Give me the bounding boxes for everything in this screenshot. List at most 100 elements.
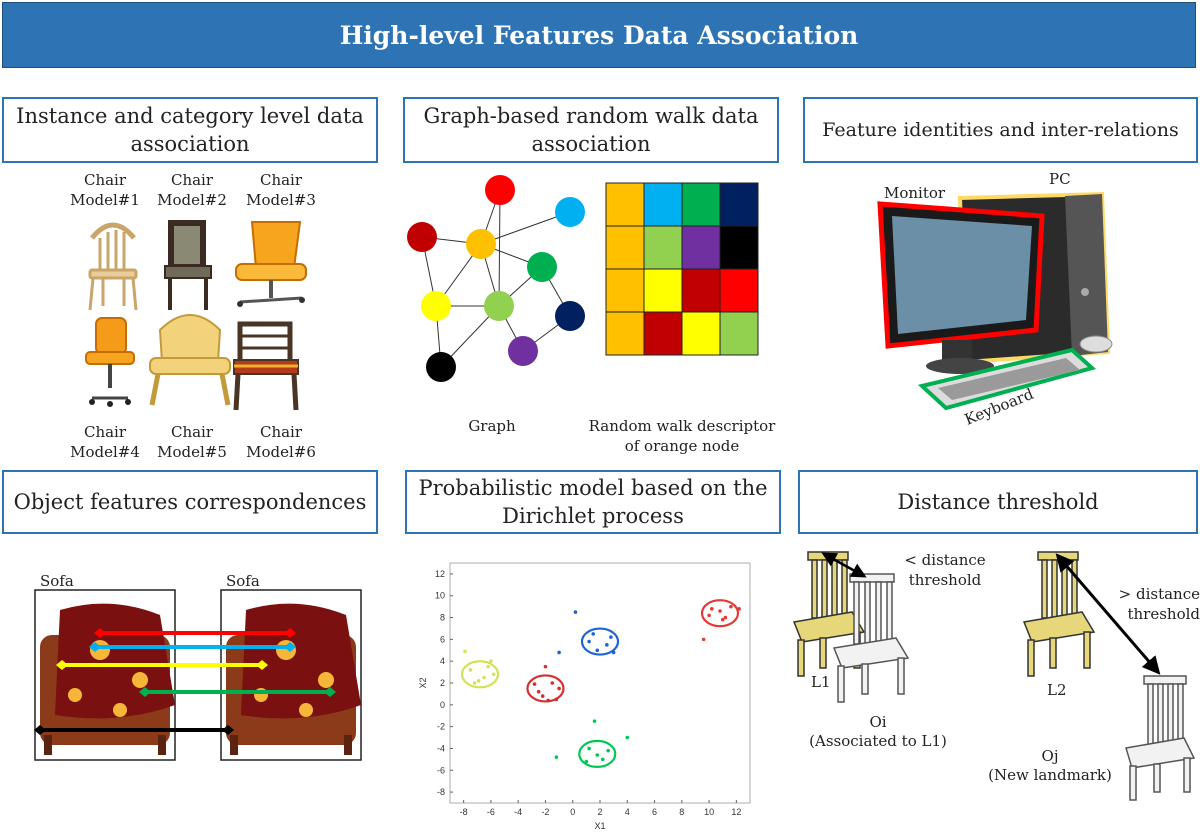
scatter-point [482, 675, 486, 680]
dirichlet-panel-title: Probabilistic model based on the Dirichl… [405, 470, 781, 534]
chair-models-illustration [85, 220, 307, 411]
sofa-left-label: Sofa [40, 572, 74, 590]
descriptor-cell [719, 182, 759, 227]
scatter-point [591, 632, 595, 636]
scatter-point [489, 659, 493, 663]
scatter-point [468, 668, 473, 672]
descriptor-cell [643, 311, 683, 356]
sofa-right-label: Sofa [226, 572, 260, 590]
graph-node [527, 252, 557, 282]
correspondence-end [56, 660, 68, 670]
chair-model-1-label: Chair Model#1 [70, 171, 140, 209]
scatter-point [720, 617, 725, 622]
cluster-ellipse [460, 660, 500, 689]
descriptor-cell [719, 311, 759, 356]
scatter-point [625, 735, 630, 740]
object-panel-title: Object features correspondences [2, 470, 378, 534]
chair-2-icon [164, 220, 212, 310]
scatter-point [573, 610, 578, 614]
short-distance-arrow [821, 552, 867, 578]
oj-label: Oj [1041, 747, 1059, 765]
scatter-point [587, 639, 591, 644]
less-distance-label: < distance threshold [904, 551, 986, 589]
y-tick-label: 8 [440, 613, 445, 623]
chair-1-icon [88, 222, 138, 311]
scatter-point [729, 604, 733, 609]
descriptor-cell [681, 225, 721, 270]
x-tick-label: 8 [679, 807, 684, 817]
x-tick-label: 12 [731, 807, 741, 817]
l2-label: L2 [1047, 681, 1067, 699]
oi-label: Oi [869, 713, 887, 731]
graph-node [484, 291, 514, 321]
graph-diagram [407, 175, 585, 382]
scatter-point [595, 753, 600, 757]
scatter-point [723, 615, 728, 620]
chair-model-3-label: Chair Model#3 [246, 171, 316, 209]
long-distance-arrow [1055, 553, 1161, 675]
sofa-left-box [34, 589, 176, 761]
scatter-point [587, 746, 591, 751]
distance-threshold-illustration [792, 551, 1196, 801]
scatter-point [463, 649, 467, 654]
x-tick-label: -8 [460, 807, 468, 817]
cluster-ellipse [700, 599, 740, 628]
chair-4-icon [85, 317, 135, 407]
observation-oj-chair-icon [1125, 675, 1196, 801]
scatter-point [609, 635, 613, 639]
random-walk-descriptor-grid [605, 182, 759, 356]
distance-panel-title: Distance threshold [798, 470, 1198, 534]
scatter-point [592, 719, 597, 723]
graph-panel-title: Graph-based random walk data association [403, 97, 779, 163]
y-tick-label: 10 [435, 591, 445, 601]
cluster-ellipse [580, 627, 620, 656]
descriptor-cell [605, 311, 645, 356]
scatter-point [540, 694, 545, 698]
descriptor-cell [643, 225, 683, 270]
sofa-right-box [220, 589, 362, 761]
landmark-l2-chair-icon [1022, 551, 1096, 677]
scatter-point [486, 664, 490, 669]
scatter-point [554, 697, 559, 702]
scatter-point [491, 672, 496, 677]
sofa-right-icon [226, 603, 361, 755]
graph-node [466, 229, 496, 259]
scatter-point [472, 681, 477, 685]
correspondence-end [89, 642, 101, 652]
graph-node [555, 197, 585, 227]
descriptor-cell [643, 268, 683, 313]
landmark-l1-chair-icon [792, 551, 866, 677]
sofa-left-icon [40, 603, 175, 755]
scatter-point [550, 681, 555, 685]
descriptor-cell [605, 182, 645, 227]
x-tick-label: 10 [704, 807, 714, 817]
descriptor-cell [681, 268, 721, 313]
descriptor-cell [681, 182, 721, 227]
mouse-icon [1079, 335, 1113, 353]
x-tick-label: 4 [625, 807, 630, 817]
graph-node [426, 352, 456, 382]
graph-node [421, 291, 451, 321]
chair-model-5-label: Chair Model#5 [157, 423, 227, 461]
scatter-point [595, 648, 600, 653]
instance-panel-title: Instance and category level data associa… [2, 97, 378, 163]
scatter-point [710, 607, 714, 611]
y-tick-label: 6 [440, 634, 445, 644]
y-tick-label: 12 [435, 569, 445, 579]
computer-illustration [877, 191, 1113, 411]
chair-model-2-label: Chair Model#2 [157, 171, 227, 209]
x-tick-label: -2 [541, 807, 549, 817]
graph-node [485, 175, 515, 205]
monitor-icon [877, 201, 1045, 374]
y-tick-label: -2 [437, 722, 445, 732]
y-tick-label: 0 [440, 700, 445, 710]
feature-panel-title: Feature identities and inter-relations [803, 97, 1198, 163]
descriptor-cell [605, 268, 645, 313]
descriptor-cell [643, 182, 683, 227]
scatter-point [707, 613, 711, 618]
scatter-point [701, 637, 706, 642]
scatter-point [584, 759, 589, 764]
x-tick-label: -4 [514, 807, 522, 817]
pc-label: PC [1049, 170, 1071, 188]
